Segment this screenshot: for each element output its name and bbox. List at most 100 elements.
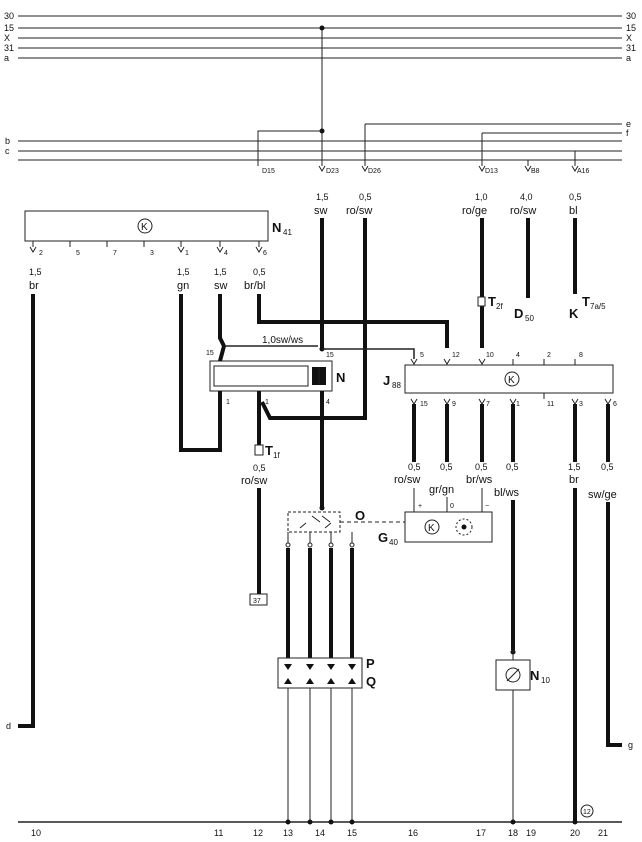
j88-wire-1-color: ro/sw (394, 474, 420, 486)
t2f-sub: 2f (496, 302, 503, 311)
j88-wire-4-size: 0,5 (506, 462, 519, 472)
j88-pin-7: 7 (486, 401, 490, 408)
bottom-number-11: 11 (214, 828, 223, 838)
rail-x-left: X (4, 33, 10, 43)
bottom-number-10: 10 (31, 828, 41, 838)
bottom-number-16: 16 (408, 828, 418, 838)
bottom-number-17: 17 (476, 828, 486, 838)
j88-pin-6: 6 (613, 401, 617, 408)
top-rails: 30 15 X 31 a 30 15 X 31 a (4, 11, 636, 63)
j88-pin-11: 11 (547, 401, 554, 408)
t1f-sub: 1f (273, 451, 280, 460)
j88-pin-10: 10 (486, 352, 494, 359)
bottom-ground: 12 (18, 804, 622, 825)
t2f-label: T (488, 294, 496, 309)
d23-wire-size: 1,5 (316, 192, 329, 202)
n-relay: 1,0sw/ws N 15 15 1 1 4 (206, 335, 345, 406)
rail-15-right: 15 (626, 23, 636, 33)
n41-wire-4-color: br/bl (244, 280, 265, 292)
n41-k-letter: K (141, 222, 148, 233)
edge-label-g: g (628, 740, 633, 750)
rail-31-right: 31 (626, 43, 636, 53)
bottom-number-15: 15 (347, 828, 357, 838)
n41-pin4-wire (218, 294, 226, 347)
o-switch: O (285, 508, 405, 548)
n41-pin-1: 1 (185, 250, 189, 257)
n41-label-sub: 41 (283, 228, 292, 237)
t7a-label: T (582, 294, 590, 309)
t1f-label: T (265, 443, 273, 458)
n41-wire-1-size: 1,5 (29, 267, 42, 277)
j88-wire-specs: 0,5 ro/sw 0,5 gr/gn 0,5 br/ws 0,5 bl/ws … (394, 462, 617, 501)
n41-pin-2: 2 (39, 250, 43, 257)
g40-pin-plus: + (418, 503, 422, 510)
j88-wire-1-size: 0,5 (408, 462, 421, 472)
a16-wire-size: 0,5 (569, 192, 582, 202)
j88-module: K J 88 5 12 10 4 2 8 15 9 7 1 11 3 6 (383, 352, 617, 408)
t2f-connector (477, 296, 486, 307)
rail-f-right: f (626, 128, 629, 138)
o-switch-box (287, 511, 341, 533)
j88-wire-6-size: 0,5 (601, 462, 614, 472)
j88-wire-3-size: 0,5 (475, 462, 488, 472)
n-inner (213, 365, 309, 387)
n41-wire-1-color: br (29, 280, 39, 292)
k-label: K (569, 306, 579, 321)
b8-wire-size: 4,0 (520, 192, 533, 202)
bottom-numbers: 10 11 12 13 14 15 16 17 18 19 20 21 (31, 828, 608, 838)
t1f-group: T 1f 0,5 ro/sw 37 (241, 443, 280, 606)
g40-label: G (378, 530, 388, 545)
n41-pin-7: 7 (113, 250, 117, 257)
n10-sensor: N 10 (495, 649, 550, 691)
bottom-number-19: 19 (526, 828, 536, 838)
mid-rails: b c e f (5, 119, 631, 161)
ground-ref-circle (580, 804, 594, 818)
g40-k-symbol (424, 519, 440, 535)
bottom-number-12: 12 (253, 828, 263, 838)
j88-wire-2-size: 0,5 (440, 462, 453, 472)
n41-pin6-wire (257, 294, 449, 348)
n41-pin-5: 5 (76, 250, 80, 257)
n-top-wire: 1,0sw/ws (262, 335, 303, 346)
g40-box (404, 511, 493, 543)
rail-c-left: c (5, 146, 10, 156)
j88-label-sub: 88 (392, 381, 401, 390)
pq-box (277, 657, 363, 689)
j88-pin-15: 15 (420, 401, 428, 408)
bottom-number-20: 20 (570, 828, 580, 838)
connector-d15: D15 (262, 168, 275, 175)
n41-wire-4-size: 0,5 (253, 267, 266, 277)
p-label: P (366, 656, 375, 671)
d26-wire-size: 0,5 (359, 192, 372, 202)
g40-pin-0: 0 (450, 503, 454, 510)
n-pin-15-left: 15 (206, 350, 214, 357)
t1f-wire-color: ro/sw (241, 475, 267, 487)
n-pin-1-left: 1 (226, 399, 230, 406)
d50-label: D (514, 306, 523, 321)
n41-module: K N 41 2 5 7 3 1 4 6 1,5 br 1,5 gn 1,5 s… (24, 210, 292, 292)
d13-wire-size: 1,0 (475, 192, 488, 202)
ref-37-box (249, 593, 268, 606)
n41-wire-2-color: gn (177, 280, 189, 292)
n-pin-4: 4 (326, 399, 330, 406)
rail-e-right: e (626, 119, 631, 129)
g40-k-letter: K (428, 523, 435, 534)
n-to-j88-wire (322, 348, 415, 359)
n41-label: N (272, 220, 281, 235)
top-wire-specs: 1,5 sw 0,5 ro/sw 1,0 ro/ge 4,0 ro/sw 0,5… (314, 192, 582, 217)
j88-wire-5-color: br (569, 474, 579, 486)
bottom-number-21: 21 (598, 828, 608, 838)
g40-sensor: K + 0 − G 40 (378, 503, 493, 547)
rail-15-left: 15 (4, 23, 14, 33)
j88-k-symbol (504, 371, 520, 387)
n41-wire-3-color: sw (214, 280, 228, 292)
connector-a16: A16 (577, 168, 590, 175)
j88-pin-1: 1 (516, 401, 520, 408)
connector-d13: D13 (485, 168, 498, 175)
rail-x-right: X (626, 33, 632, 43)
bottom-number-18: 18 (508, 828, 518, 838)
g40-pin-minus: − (485, 503, 489, 510)
n41-wire-3-size: 1,5 (214, 267, 227, 277)
j88-pin-4: 4 (516, 352, 520, 359)
pq-connector: P Q (277, 656, 376, 689)
